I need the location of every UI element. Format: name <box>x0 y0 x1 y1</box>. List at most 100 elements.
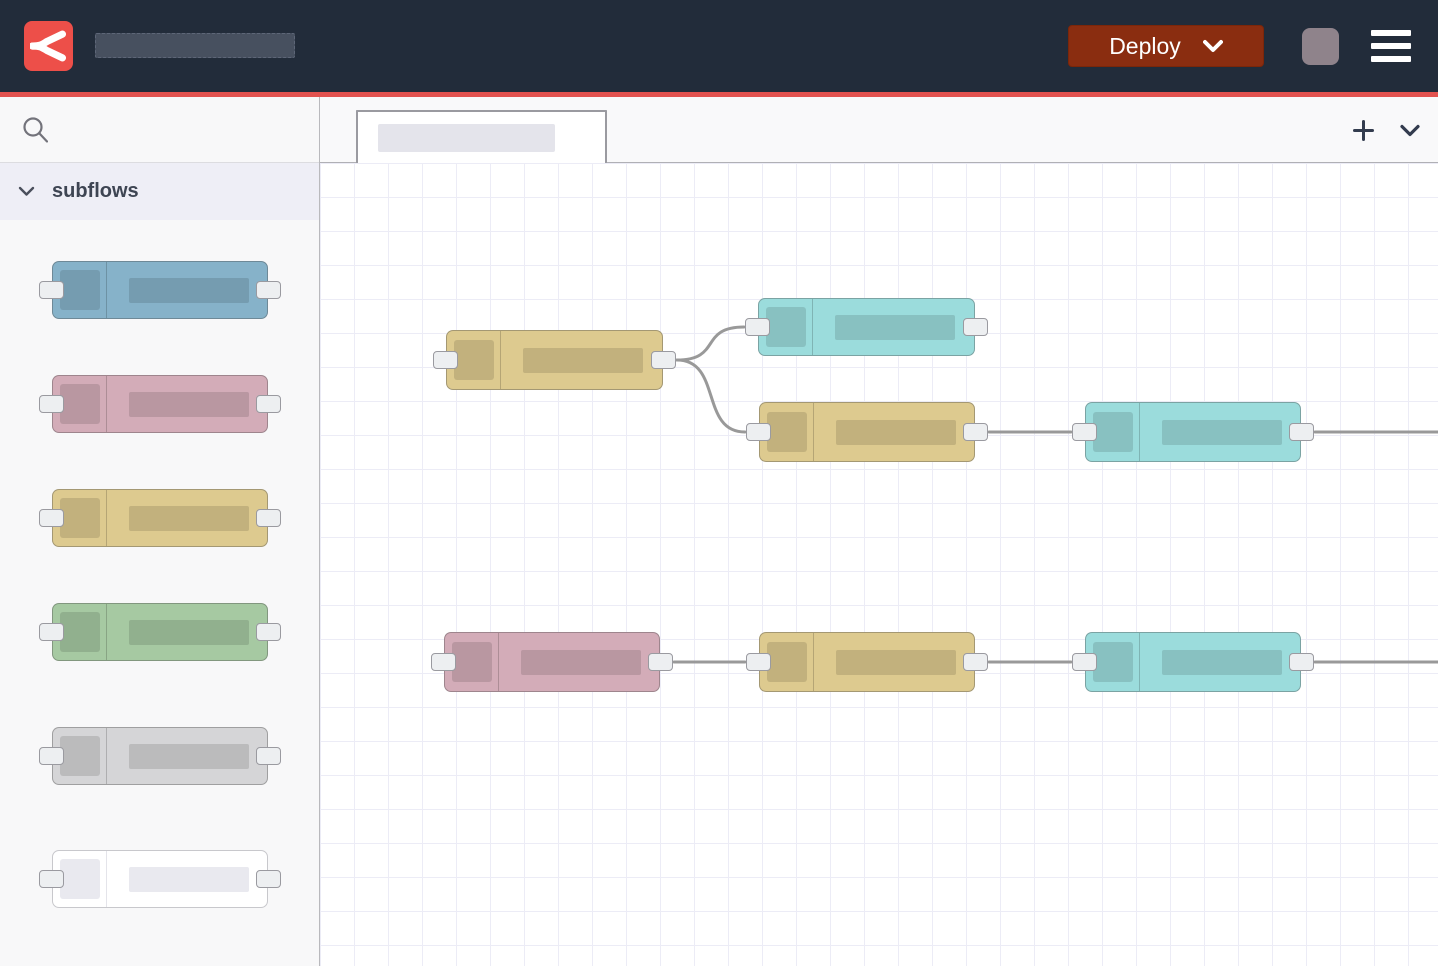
output-port[interactable] <box>256 747 281 765</box>
node-icon-placeholder <box>451 642 492 682</box>
output-port[interactable] <box>648 653 673 671</box>
chevron-down-icon <box>1202 40 1223 52</box>
palette-node-pink[interactable] <box>39 375 281 433</box>
node-icon-region <box>53 262 107 318</box>
plus-icon[interactable] <box>1353 119 1374 141</box>
node-icon-region <box>53 604 107 660</box>
node-label-placeholder <box>129 866 249 892</box>
node-icon-placeholder <box>59 736 100 776</box>
node-icon-placeholder <box>59 384 100 424</box>
flow-node-n7[interactable] <box>1072 632 1314 692</box>
palette-node-gray[interactable] <box>39 727 281 785</box>
header-accent-line <box>0 92 1438 97</box>
output-port[interactable] <box>651 351 676 369</box>
node-label-placeholder <box>129 619 249 645</box>
palette-section-label: subflows <box>52 180 139 202</box>
chevron-down-icon[interactable] <box>1400 124 1420 137</box>
deploy-label: Deploy <box>1109 32 1181 59</box>
node-icon-placeholder <box>59 498 100 538</box>
input-port[interactable] <box>39 747 64 765</box>
input-port[interactable] <box>433 351 458 369</box>
output-port[interactable] <box>256 281 281 299</box>
node-label-placeholder <box>129 743 249 769</box>
palette-node-white[interactable] <box>39 850 281 908</box>
flow-canvas[interactable] <box>320 163 1438 966</box>
node-icon-region <box>760 633 814 691</box>
node-label-placeholder <box>836 649 956 675</box>
node-label-placeholder <box>836 419 956 445</box>
palette-section-subflows[interactable]: subflows <box>0 163 319 220</box>
flow-tab-bar <box>320 97 1438 164</box>
output-port[interactable] <box>963 318 988 336</box>
output-port[interactable] <box>963 653 988 671</box>
output-port[interactable] <box>1289 423 1314 441</box>
input-port[interactable] <box>431 653 456 671</box>
node-icon-placeholder <box>453 340 494 380</box>
input-port[interactable] <box>39 509 64 527</box>
node-red-logo-icon <box>24 21 73 71</box>
node-label-placeholder <box>835 314 955 340</box>
node-icon-placeholder <box>59 859 100 899</box>
palette-search[interactable] <box>0 97 319 163</box>
flow-tab[interactable] <box>356 110 607 164</box>
node-label-placeholder <box>1162 419 1282 445</box>
node-label-placeholder <box>521 649 641 675</box>
node-icon-region <box>1086 403 1140 461</box>
node-icon-region <box>53 728 107 784</box>
output-port[interactable] <box>256 870 281 888</box>
node-icon-region <box>53 376 107 432</box>
node-icon-placeholder <box>1092 642 1133 682</box>
flow-node-n6[interactable] <box>746 632 988 692</box>
header-bar: Deploy <box>0 0 1438 92</box>
node-label-placeholder <box>129 391 249 417</box>
palette-node-yellow[interactable] <box>39 489 281 547</box>
user-avatar[interactable] <box>1302 28 1339 65</box>
node-icon-placeholder <box>766 412 807 452</box>
wire[interactable] <box>675 358 747 434</box>
flow-node-n1[interactable] <box>433 330 676 390</box>
node-icon-placeholder <box>1092 412 1133 452</box>
node-icon-placeholder <box>765 307 806 347</box>
input-port[interactable] <box>39 281 64 299</box>
output-port[interactable] <box>256 623 281 641</box>
input-port[interactable] <box>746 653 771 671</box>
palette-node-green[interactable] <box>39 603 281 661</box>
node-icon-region <box>447 331 501 389</box>
node-icon-region <box>53 490 107 546</box>
output-port[interactable] <box>1289 653 1314 671</box>
node-icon-region <box>445 633 499 691</box>
deploy-button[interactable]: Deploy <box>1068 25 1264 67</box>
input-port[interactable] <box>746 423 771 441</box>
input-port[interactable] <box>1072 423 1097 441</box>
hamburger-menu-icon[interactable] <box>1371 30 1411 62</box>
node-label-placeholder <box>1162 649 1282 675</box>
chevron-down-icon <box>18 186 35 196</box>
palette-sidebar: subflows <box>0 97 320 966</box>
wire[interactable] <box>675 325 746 362</box>
flow-node-n3[interactable] <box>746 402 988 462</box>
node-label-placeholder <box>129 277 249 303</box>
workspace <box>320 97 1438 966</box>
input-port[interactable] <box>745 318 770 336</box>
output-port[interactable] <box>963 423 988 441</box>
input-port[interactable] <box>39 623 64 641</box>
node-icon-placeholder <box>59 270 100 310</box>
node-icon-placeholder <box>766 642 807 682</box>
input-port[interactable] <box>39 870 64 888</box>
flow-node-n4[interactable] <box>1072 402 1314 462</box>
flow-tab-label-placeholder <box>378 124 555 152</box>
input-port[interactable] <box>39 395 64 413</box>
output-port[interactable] <box>256 395 281 413</box>
header-title-placeholder <box>95 33 295 58</box>
node-icon-placeholder <box>59 612 100 652</box>
node-label-placeholder <box>129 505 249 531</box>
flow-node-n5[interactable] <box>431 632 673 692</box>
node-icon-region <box>1086 633 1140 691</box>
palette-node-blue[interactable] <box>39 261 281 319</box>
node-icon-region <box>53 851 107 907</box>
output-port[interactable] <box>256 509 281 527</box>
node-label-placeholder <box>523 347 643 373</box>
search-icon <box>23 117 48 143</box>
input-port[interactable] <box>1072 653 1097 671</box>
flow-node-n2[interactable] <box>745 298 988 356</box>
